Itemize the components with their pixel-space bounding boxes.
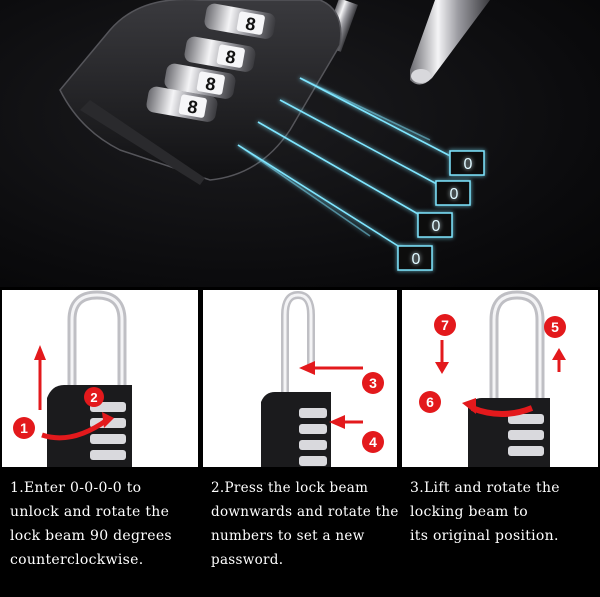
rotate-arrow — [435, 340, 566, 417]
step-1-illustration: 1 2 — [2, 290, 198, 467]
wheel-digit: 8 — [224, 46, 237, 67]
lock-body — [47, 385, 132, 467]
caption-line: 1.Enter 0-0-0-0 to — [10, 480, 142, 496]
hero-illustration: 8 8 8 8 — [59, 0, 490, 271]
combination-wheels: 8 8 8 8 — [146, 3, 276, 122]
shackle — [281, 290, 315, 400]
caption-line: downwards and rotate the — [211, 504, 399, 520]
marker-number: 2 — [90, 390, 97, 405]
caption-line: 2.Press the lock beam — [211, 480, 369, 496]
step-marker: 2 — [84, 387, 104, 407]
rotate-arrow — [34, 345, 114, 441]
hero-image: 8 8 8 8 — [0, 0, 600, 287]
wheel-digit: 8 — [204, 73, 217, 94]
caption-line: locking beam to — [410, 504, 529, 520]
step-2-illustration: 3 4 — [203, 290, 397, 467]
glow-digit: 0 — [450, 186, 459, 203]
step-3-illustration: 7 6 5 — [402, 290, 598, 467]
marker-number: 6 — [426, 394, 434, 410]
marker-number: 4 — [369, 434, 377, 450]
step-2-caption: 2.Press the lock beam downwards and rota… — [203, 470, 399, 593]
step-marker: 6 — [419, 391, 441, 413]
shackle — [489, 290, 545, 425]
caption-line: its original position. — [410, 528, 559, 544]
digit-display: 0 0 0 0 — [397, 150, 485, 271]
caption-line: password. — [211, 552, 284, 568]
glow-beams — [237, 77, 459, 257]
marker-number: 1 — [20, 420, 28, 436]
lock-body — [261, 392, 331, 467]
step-marker: 4 — [362, 431, 384, 453]
step-1-caption: 1.Enter 0-0-0-0 to unlock and rotate the… — [2, 470, 198, 593]
step-marker: 3 — [362, 372, 384, 394]
shackle — [67, 290, 127, 400]
caption-line: unlock and rotate the — [10, 504, 170, 520]
step-marker: 7 — [434, 314, 456, 336]
step-marker: 1 — [13, 417, 35, 439]
wheel-digit: 8 — [244, 13, 257, 34]
step-marker: 5 — [544, 316, 566, 338]
glow-digit: 0 — [412, 251, 421, 268]
glow-digit: 0 — [464, 156, 473, 173]
caption-line: lock beam 90 degrees — [10, 528, 172, 544]
shackle-rod — [322, 0, 490, 85]
press-arrow — [299, 361, 363, 429]
marker-number: 5 — [551, 319, 559, 335]
marker-number: 7 — [441, 317, 449, 333]
caption-line: counterclockwise. — [10, 552, 144, 568]
step-3-caption: 3.Lift and rotate the locking beam to it… — [402, 470, 598, 593]
glow-digit: 0 — [432, 218, 441, 235]
caption-line: 3.Lift and rotate the — [410, 480, 560, 496]
caption-line: numbers to set a new — [211, 528, 365, 544]
marker-number: 3 — [369, 375, 377, 391]
wheel-digit: 8 — [186, 96, 199, 117]
